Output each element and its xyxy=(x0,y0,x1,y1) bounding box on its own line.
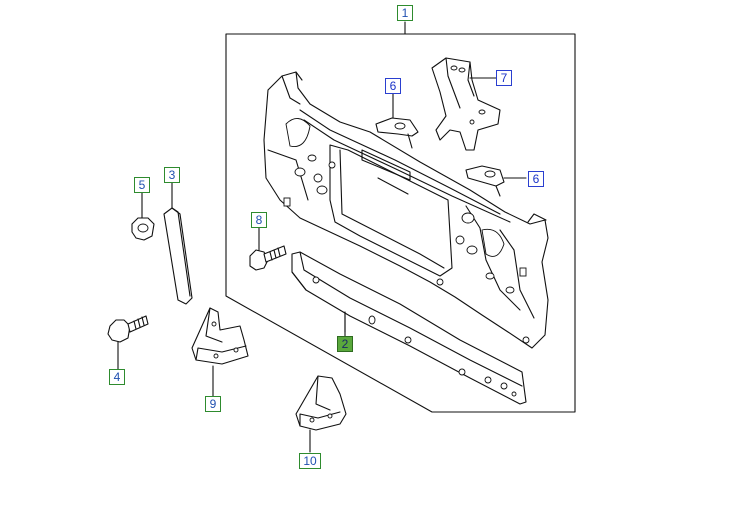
hood-latch-bracket xyxy=(431,57,501,151)
bolt-4 xyxy=(107,315,149,371)
callout-9[interactable]: 9 xyxy=(205,396,221,412)
flange-nut xyxy=(131,191,155,241)
callout-10[interactable]: 10 xyxy=(299,453,321,469)
bolt-8 xyxy=(249,227,287,271)
mount-bracket-6-upper xyxy=(375,93,419,149)
callout-2[interactable]: 2 xyxy=(337,336,353,352)
callout-8[interactable]: 8 xyxy=(251,212,267,228)
callout-7[interactable]: 7 xyxy=(496,70,512,86)
callout-4[interactable]: 4 xyxy=(109,369,125,385)
assembly-outline xyxy=(225,21,576,413)
lower-crossmember xyxy=(291,251,527,405)
callout-1[interactable]: 1 xyxy=(397,5,413,21)
bracket-10 xyxy=(295,375,347,453)
callout-5[interactable]: 5 xyxy=(134,177,150,193)
callout-6-upper[interactable]: 6 xyxy=(385,78,401,94)
vertical-strut xyxy=(163,181,193,305)
callout-3[interactable]: 3 xyxy=(164,167,180,183)
radiator-support-panel xyxy=(263,71,549,349)
mount-bracket-6-lower xyxy=(465,165,527,197)
bracket-9 xyxy=(191,307,249,397)
callout-6-lower[interactable]: 6 xyxy=(528,171,544,187)
